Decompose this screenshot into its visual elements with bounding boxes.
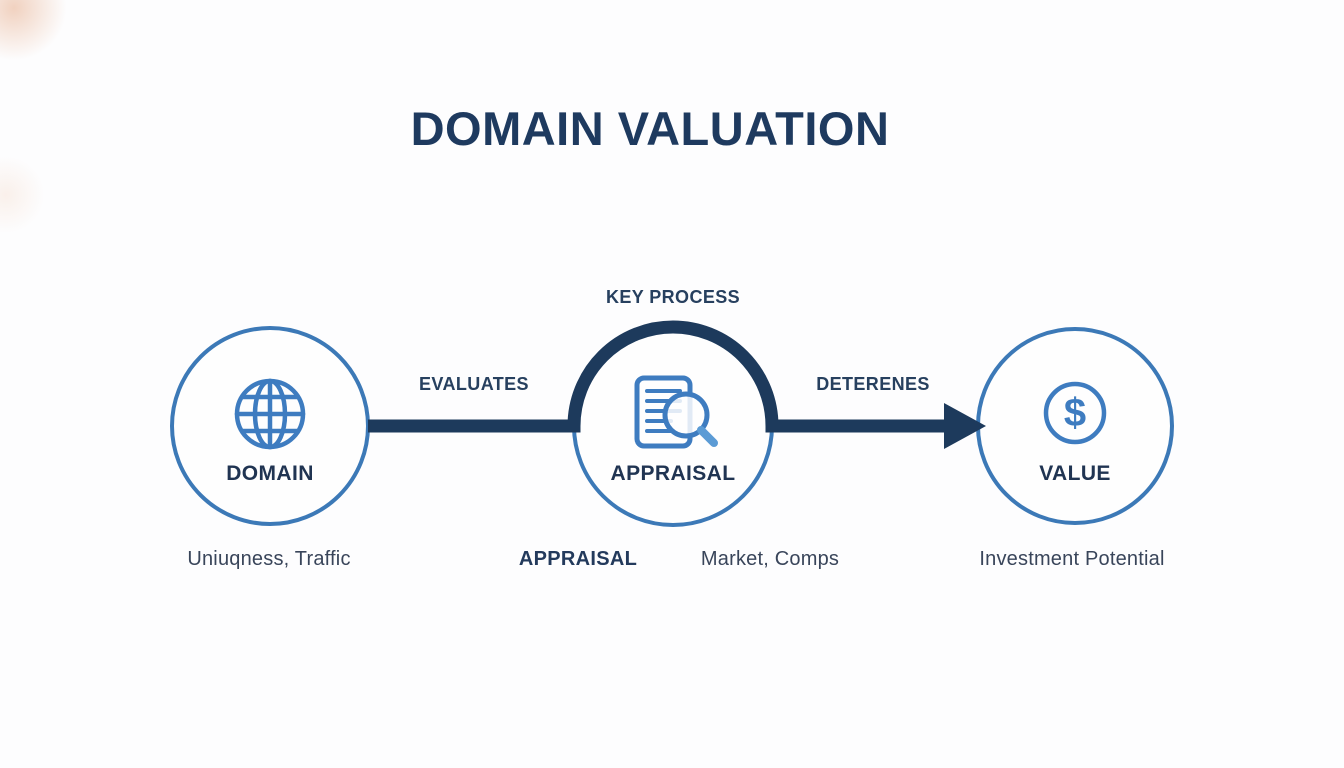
connector-label-evaluates: EVALUATES: [419, 374, 529, 394]
process-flow-connector: [368, 320, 948, 433]
arrowhead-icon: [944, 403, 986, 449]
appraisal-caption-secondary: Market, Comps: [700, 548, 840, 570]
value-node-label: VALUE: [1039, 462, 1111, 485]
key-process-label: KEY PROCESS: [605, 287, 741, 307]
appraisal-node-label: APPRAISAL: [610, 462, 736, 485]
dollar-icon: [1043, 381, 1107, 445]
domain-node-label: DOMAIN: [226, 462, 314, 485]
appraisal-caption-primary: APPRAISAL: [518, 548, 638, 570]
globe-icon: [234, 378, 306, 450]
domain-caption: Uniuqness, Traffic: [187, 548, 351, 570]
page-title: DOMAIN VALUATION: [410, 102, 890, 155]
connector-label-deterenes: DETERENES: [816, 374, 930, 394]
document-search-icon: [634, 375, 718, 449]
dollar-symbol: $: [1063, 391, 1087, 435]
value-caption: Investment Potential: [979, 548, 1165, 570]
